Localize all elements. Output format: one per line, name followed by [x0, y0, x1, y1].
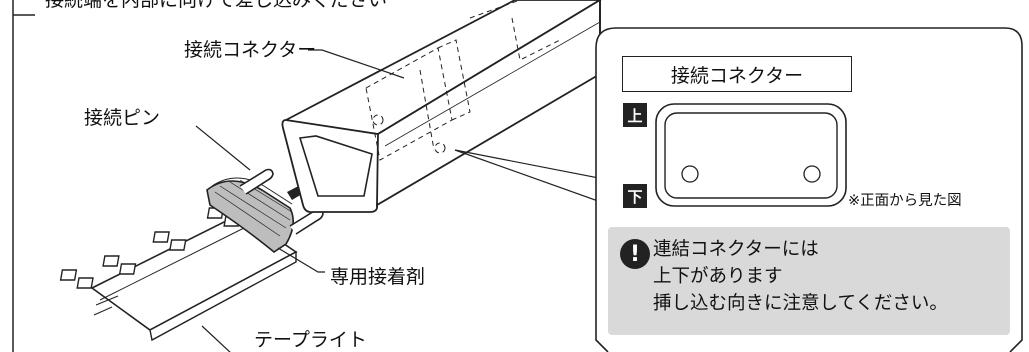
label-adhesive: 専用接着剤	[330, 266, 425, 288]
label-down: 下	[623, 184, 647, 208]
caution-box: ! 連結コネクターには 上下があります 挿し込む向きに注意してください。	[608, 227, 1010, 335]
exclamation-icon: !	[620, 239, 650, 269]
front-view-note: ※正面から見た図	[848, 193, 962, 209]
top-instruction-partial: 接続端を内部に向けて差し込みください	[45, 0, 387, 11]
inset-title: 接続コネクター	[622, 56, 852, 92]
caution-text: 連結コネクターには 上下があります 挿し込む向きに注意してください。	[653, 236, 948, 317]
label-up: 上	[623, 103, 647, 127]
connector-front-view	[655, 103, 847, 207]
caution-line: 挿し込む向きに注意してください。	[653, 293, 948, 314]
adhesive-band	[206, 177, 294, 253]
connector-housing	[281, 0, 602, 214]
caution-line: 上下があります	[653, 266, 783, 287]
label-pin: 接続ピン	[84, 107, 160, 129]
caution-line: 連結コネクターには	[653, 239, 819, 260]
tape-light	[59, 207, 298, 342]
label-tape-light: テープライト	[254, 329, 367, 351]
label-connector: 接続コネクター	[184, 39, 316, 61]
